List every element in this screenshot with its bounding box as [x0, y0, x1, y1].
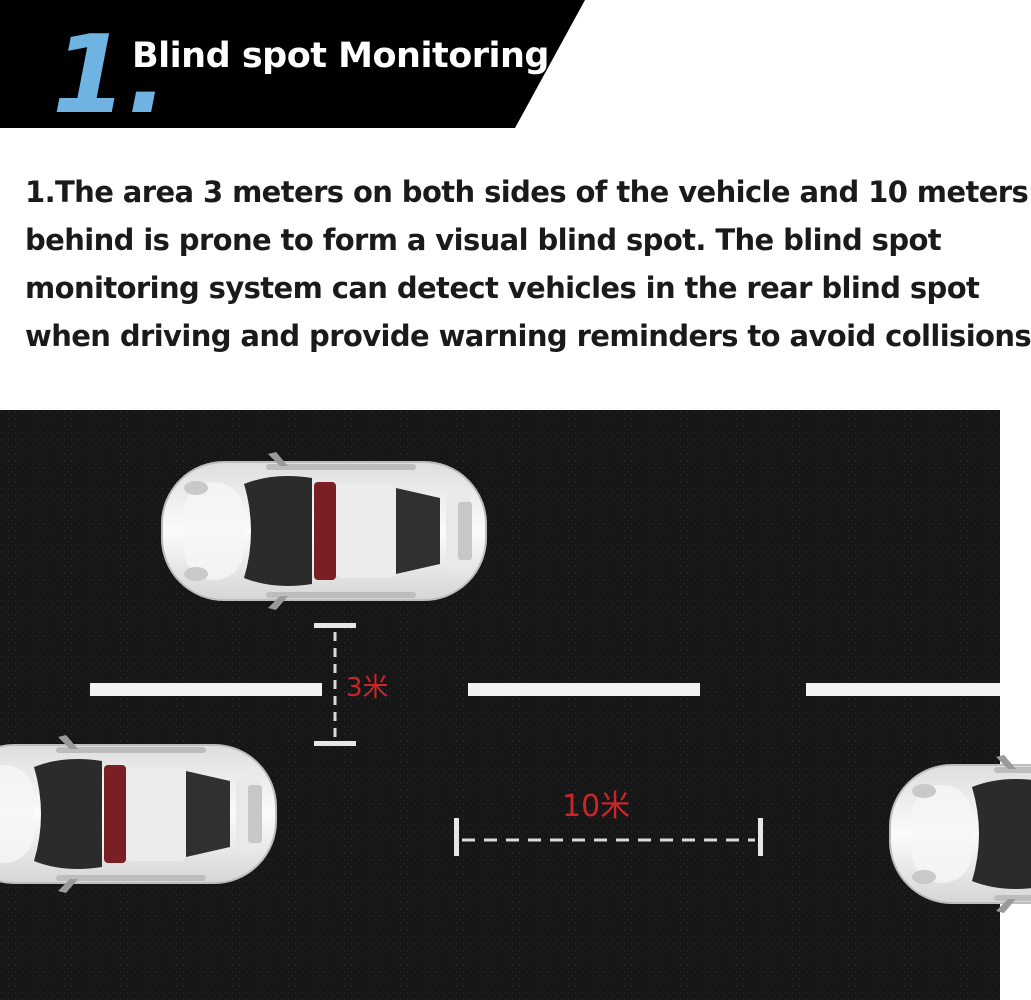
car-in-blind-spot	[0, 734, 277, 894]
rear-distance-marker	[454, 818, 763, 856]
description-line-2: behind is prone to form a visual blind s…	[25, 223, 942, 257]
banner-title: Blind spot Monitoring	[132, 36, 549, 76]
asphalt-road	[0, 410, 1000, 1000]
side-distance-label: 3米	[346, 673, 389, 703]
description-line-3: monitoring system can detect vehicles in…	[25, 271, 980, 305]
description-text: 1.The area 3 meters on both sides of the…	[25, 168, 1031, 360]
lane-marking	[806, 683, 1000, 696]
side-distance-marker	[314, 623, 356, 746]
lane-marking	[468, 683, 700, 696]
lane-marking	[90, 683, 322, 696]
road-illustration: 3米 10米	[0, 410, 1031, 1000]
description-line-4: when driving and provide warning reminde…	[25, 319, 1031, 353]
step-number: 1.	[52, 13, 168, 138]
banner-background	[0, 0, 585, 128]
ego-car	[161, 451, 487, 611]
rear-distance-label: 10米	[562, 789, 630, 824]
title-banner: 1.	[0, 0, 585, 138]
description-line-1: 1.The area 3 meters on both sides of the…	[25, 175, 1029, 209]
